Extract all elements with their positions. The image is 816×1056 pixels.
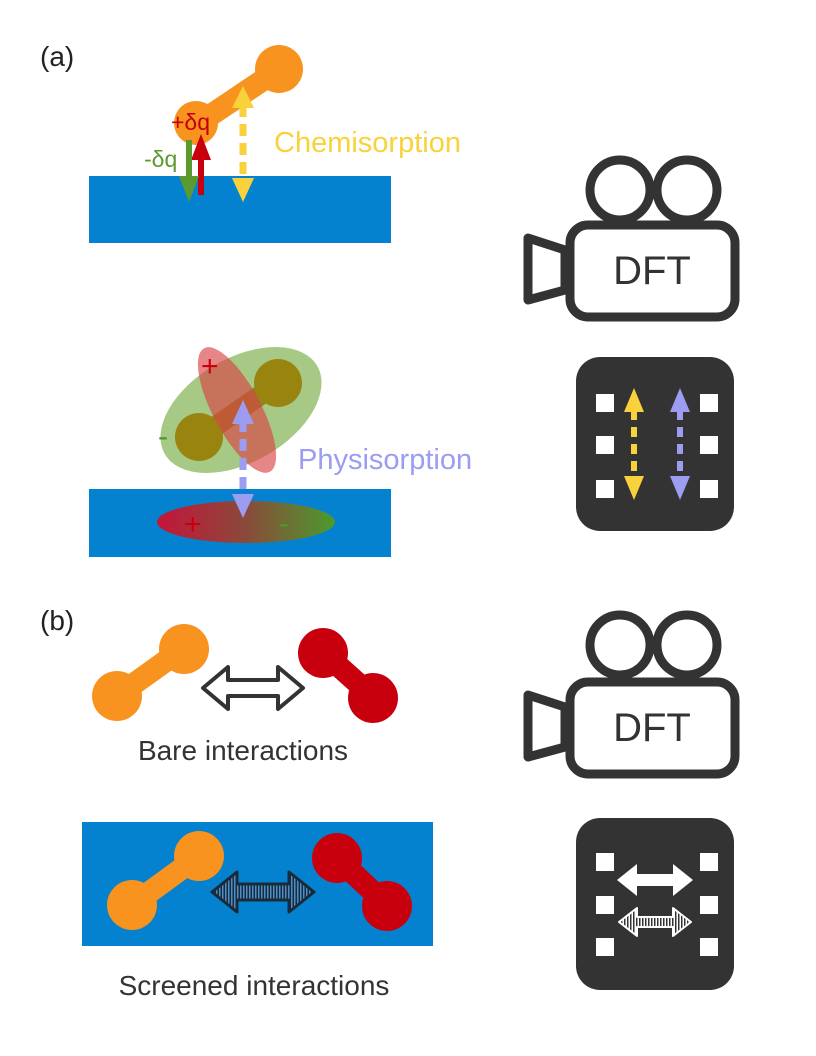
physisorption-label: Physisorption xyxy=(298,444,472,476)
screened-interactions-scene: Screened interactions xyxy=(82,822,433,1001)
screened-interactions-label: Screened interactions xyxy=(119,970,390,1001)
charge-arrow-up-icon xyxy=(191,134,211,195)
charge-arrow-down-icon xyxy=(179,140,199,202)
molecule-atom-left xyxy=(175,413,223,461)
camera-icon-b: DFT xyxy=(523,610,740,779)
orange-molecule-screened xyxy=(107,831,224,930)
orange-molecule-bare xyxy=(92,624,209,721)
camera-b-dft-label: DFT xyxy=(613,706,691,750)
film-strip-icon xyxy=(576,357,734,531)
bare-double-arrow-icon xyxy=(201,665,305,711)
bare-interactions-label: Bare interactions xyxy=(138,735,348,766)
surface-plus-sign: + xyxy=(184,508,202,541)
physisorption-dashed-arrow-icon xyxy=(232,400,254,518)
panel-b-label: (b) xyxy=(40,605,74,636)
red-molecule-bare xyxy=(298,628,398,723)
red-dipole-ellipse xyxy=(197,347,277,473)
film-strip-icon-b xyxy=(576,818,734,990)
panel-a-label: (a) xyxy=(40,41,74,72)
red-molecule-screened xyxy=(312,833,412,931)
orange-molecule-adsorbed xyxy=(174,45,303,145)
chemisorption-label: Chemisorption xyxy=(274,127,461,159)
screened-double-arrow-icon xyxy=(210,870,316,914)
film-bare-arrow-icon xyxy=(617,864,693,896)
molecule-minus-sign: - xyxy=(158,420,168,453)
molecule-plus-sign: + xyxy=(201,350,219,383)
chemisorption-dashed-arrow-icon xyxy=(232,86,254,202)
surface-minus-sign: - xyxy=(279,507,289,540)
plus-delta-q-label: +δq xyxy=(171,109,210,135)
chemisorption-scene: +δq -δq Chemisorption xyxy=(89,45,461,243)
bare-interactions-scene: Bare interactions xyxy=(92,624,398,766)
film-screened-arrow-icon xyxy=(618,907,692,937)
molecule-atom-right xyxy=(254,359,302,407)
film-yellow-arrow-icon xyxy=(624,388,644,500)
camera-icon: DFT xyxy=(523,155,740,322)
film-purple-arrow-icon xyxy=(670,388,690,500)
surface-charge-ellipse xyxy=(157,501,335,543)
camera-dft-label: DFT xyxy=(613,249,691,293)
minus-delta-q-label: -δq xyxy=(144,146,177,172)
physisorption-scene: + - + - Physisorption xyxy=(89,347,472,557)
